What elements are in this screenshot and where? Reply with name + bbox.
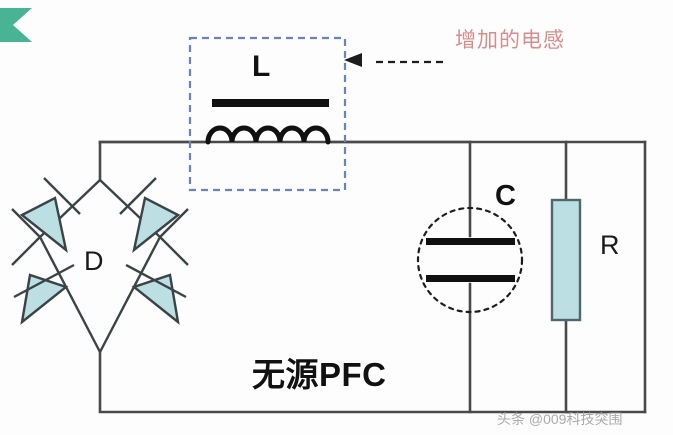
capacitor-label: C — [495, 182, 516, 211]
capacitor-plate-bottom — [426, 275, 515, 282]
resistor-symbol — [552, 200, 580, 320]
chevron-mark-icon — [0, 8, 32, 42]
diode-lower-right — [126, 265, 186, 322]
diode-upper-right — [120, 178, 178, 250]
capacitor-plate-top — [426, 238, 515, 245]
diode-upper-left — [22, 178, 80, 250]
watermark: 头条 @009科技突围 — [497, 409, 622, 429]
annotation-label: 增加的电感 — [455, 30, 565, 51]
annotation-arrow — [344, 53, 443, 67]
wire-top-rail — [100, 142, 645, 180]
inductor-label: L — [252, 52, 270, 82]
resistor-label: R — [600, 232, 620, 259]
diagram-title: 无源PFC — [252, 358, 387, 391]
diode-bridge-label: D — [84, 248, 104, 275]
diode-lower-left — [14, 265, 74, 322]
inductor-symbol — [208, 99, 329, 142]
